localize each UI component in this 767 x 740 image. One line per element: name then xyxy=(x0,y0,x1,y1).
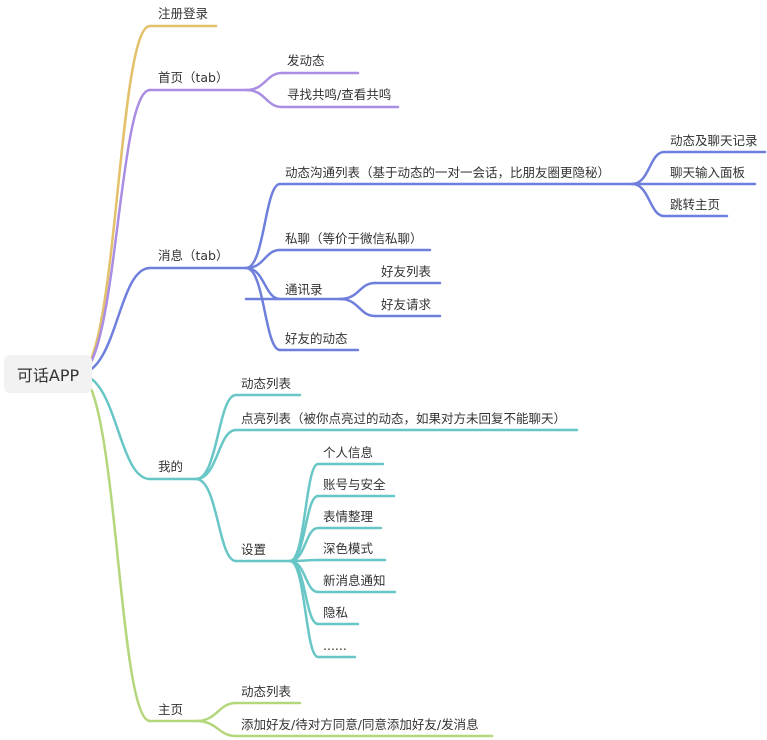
node-contacts: 通讯录 xyxy=(285,282,323,297)
node-settings-notifications: 新消息通知 xyxy=(323,573,386,588)
node-settings-emoji: 表情整理 xyxy=(323,509,374,524)
node-settings-dark-mode: 深色模式 xyxy=(323,541,374,556)
connector-profile-add-friend xyxy=(194,719,238,738)
connector-friend-dynamics xyxy=(244,266,282,352)
connector-settings-more xyxy=(288,559,320,659)
node-register: 注册登录 xyxy=(158,6,209,21)
connector-contacts xyxy=(244,266,282,301)
node-friend-list: 好友列表 xyxy=(381,264,432,279)
node-dynamic-chat-record: 动态及聊天记录 xyxy=(670,133,758,148)
node-settings-account-security: 账号与安全 xyxy=(323,477,386,492)
node-jump-profile: 跳转主页 xyxy=(670,197,721,212)
connector-my-dynamics xyxy=(194,393,238,481)
node-chat-input-panel: 聊天输入面板 xyxy=(670,165,746,180)
node-friend-requests: 好友请求 xyxy=(381,297,432,312)
node-me: 我的 xyxy=(158,459,184,474)
connector-register xyxy=(76,24,152,376)
node-settings: 设置 xyxy=(241,542,267,557)
connector-dynamic-chat xyxy=(244,182,282,270)
node-settings-privacy: 隐私 xyxy=(323,605,349,620)
node-settings-personal-info: 个人信息 xyxy=(323,445,374,460)
node-my-dynamics-list: 动态列表 xyxy=(241,376,292,391)
connector-find-resonance xyxy=(244,88,284,109)
connector-chat-record xyxy=(630,150,666,186)
connector-settings-privacy xyxy=(288,559,320,626)
connector-profile xyxy=(76,372,152,723)
connector-friend-list xyxy=(338,281,377,301)
node-home-tab: 首页（tab） xyxy=(158,70,229,85)
node-profile-add-friend: 添加好友/待对方同意/同意添加好友/发消息 xyxy=(241,717,479,732)
node-lit-list: 点亮列表（被你点亮过的动态，如果对方未回复不能聊天） xyxy=(241,411,567,426)
connector-profile-dynamics xyxy=(194,701,238,723)
node-private-chat: 私聊（等价于微信私聊） xyxy=(285,231,423,246)
node-dynamic-chat-list: 动态沟通列表（基于动态的一对一会话，比朋友圈更隐秘） xyxy=(285,165,611,180)
node-settings-more: ...... xyxy=(323,638,347,653)
node-find-resonance: 寻找共鸣/查看共鸣 xyxy=(287,87,392,102)
connector-jump-profile xyxy=(630,182,666,218)
connector-post-dynamic xyxy=(244,71,284,92)
node-messages-tab: 消息（tab） xyxy=(158,248,229,263)
connector-lit-list xyxy=(194,428,238,481)
root-node: 可话APP xyxy=(4,355,92,393)
connector-friend-requests xyxy=(338,297,377,318)
node-post-dynamic: 发动态 xyxy=(287,53,325,68)
connector-settings xyxy=(194,477,238,563)
node-profile-dynamics-list: 动态列表 xyxy=(241,684,292,699)
node-profile: 主页 xyxy=(158,702,184,717)
node-friend-dynamics: 好友的动态 xyxy=(285,331,348,346)
